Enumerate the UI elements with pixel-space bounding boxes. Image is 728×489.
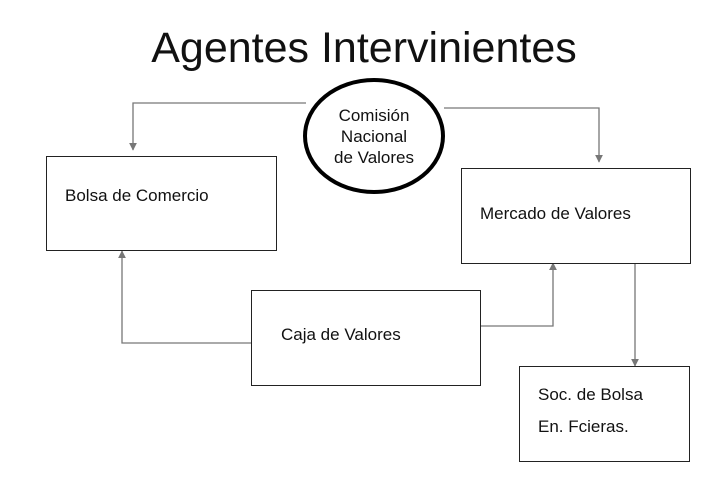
- node-mercado-de-valores: Mercado de Valores: [461, 168, 691, 264]
- node-cnv-line-3: de Valores: [333, 147, 414, 167]
- node-cnv-line-1: Comisión: [338, 105, 410, 125]
- node-soc-de-bolsa: Soc. de Bolsa En. Fcieras.: [519, 366, 690, 462]
- arrow-caja-to-mercado: [481, 262, 557, 327]
- node-cnv-line-2: Nacional: [340, 126, 408, 146]
- node-soc-line-1: Soc. de Bolsa: [538, 385, 643, 404]
- node-caja-de-valores: Caja de Valores: [251, 290, 481, 386]
- arrow-cnv-to-mercado: [444, 107, 603, 163]
- node-bolsa-label: Bolsa de Comercio: [65, 186, 209, 205]
- node-comision-nacional-de-valores: Comisión Nacional de Valores: [303, 78, 445, 194]
- node-caja-label: Caja de Valores: [281, 325, 401, 344]
- node-bolsa-de-comercio: Bolsa de Comercio: [46, 156, 277, 251]
- node-soc-line-2: En. Fcieras.: [538, 417, 629, 436]
- arrow-caja-to-bolsa: [118, 250, 251, 344]
- slide-title: Agentes Intervinientes: [151, 24, 577, 72]
- node-mercado-label: Mercado de Valores: [480, 204, 631, 223]
- arrow-cnv-to-bolsa: [129, 102, 306, 151]
